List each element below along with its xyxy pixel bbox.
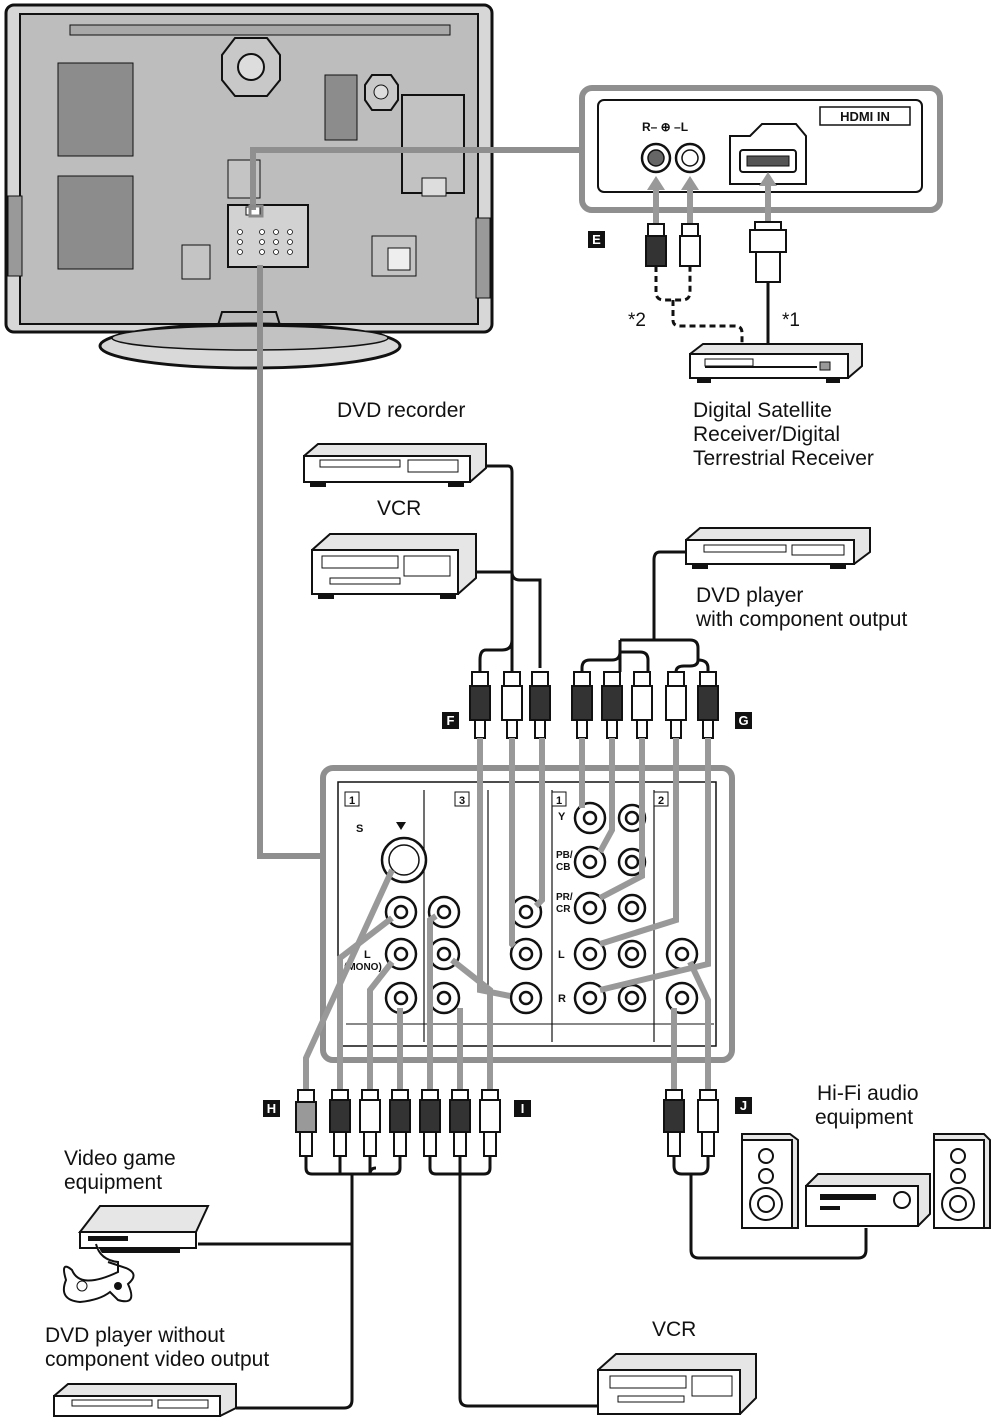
panel-num-1b: 1 [556,795,562,807]
label-dvd-no-comp-2: component video output [45,1348,269,1372]
plug-group-f [470,672,550,738]
note-star1: *1 [782,310,800,331]
tv-rear [6,5,492,368]
y-label: Y [558,811,566,823]
badge-e: E [588,231,605,248]
badge-j: J [735,1097,752,1114]
vcr-top-device [312,534,476,599]
dvd-recorder-device [304,444,486,487]
label-game-1: Video game [64,1147,176,1171]
dvd-component-device [686,528,870,569]
pb-label: PB/ [556,850,573,861]
label-dvd-component-2: with component output [696,608,907,632]
dvd-no-component-device [54,1384,236,1416]
plug-group-g [572,672,718,738]
hifi-device [742,1134,990,1228]
label-digital-2: Receiver/Digital [693,423,840,447]
plug-group-j [664,1090,718,1156]
badge-h: H [263,1100,280,1117]
label-game-2: equipment [64,1171,162,1195]
badge-f: F [442,712,459,729]
game-console-device [64,1206,208,1302]
vcr-bottom-device [598,1354,756,1414]
label-dvd-no-comp-1: DVD player without [45,1324,225,1348]
digital-receiver-device [690,344,862,383]
label-vcr-bottom: VCR [652,1318,696,1342]
hdmi-in-label: HDMI IN [840,109,890,124]
label-vcr-top: VCR [377,497,421,521]
label-hifi-1: Hi-Fi audio [817,1082,919,1106]
plug-group-h [296,1090,410,1156]
panel-num-3: 3 [459,795,465,807]
hdmi-audio-panel: HDMI IN R– ⊕ –L [582,88,940,210]
panel-num-1: 1 [349,795,355,807]
badge-i: I [514,1100,531,1117]
cr-label: CR [556,904,571,915]
left-l-label: L [364,949,371,961]
label-dvd-recorder: DVD recorder [337,399,465,423]
cb-label: CB [556,862,570,873]
input-panel: 1 3 1 2 S Y PB/ CB PR/ CR L R L (MONO) [323,768,732,1060]
pr-label: PR/ [556,892,573,903]
l-label: L [558,949,565,961]
label-digital-3: Terrestrial Receiver [693,447,874,471]
label-dvd-component-1: DVD player [696,584,803,608]
badge-g: G [735,712,752,729]
label-hifi-2: equipment [815,1106,913,1130]
r-label: R [558,993,566,1005]
note-star2: *2 [628,310,646,331]
audio-in-label: R– ⊕ –L [642,120,688,134]
panel-num-2: 2 [658,795,664,807]
plug-group-i [420,1090,500,1156]
label-digital-1: Digital Satellite [693,399,832,423]
s-video-label: S [356,823,363,835]
